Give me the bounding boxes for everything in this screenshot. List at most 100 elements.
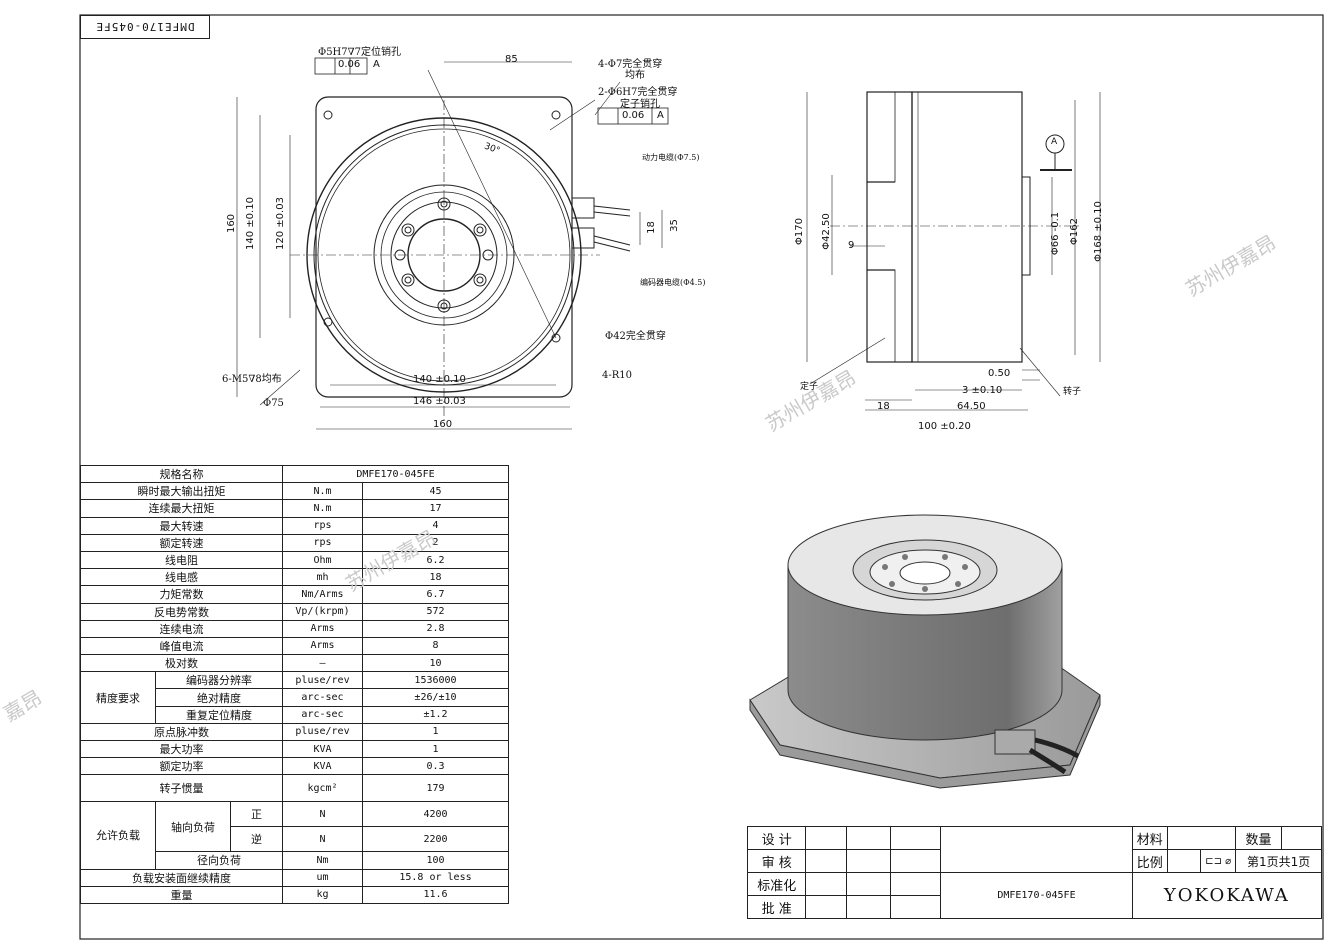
spec-value: 4 [362, 516, 509, 535]
datum-label-2: A [657, 110, 664, 121]
holes-2-note: 2-Φ6H7完全贯穿 [598, 87, 678, 98]
dim-c2: 35 [668, 219, 680, 232]
tolerance-value-1: 0.06 [338, 59, 361, 70]
spec-param: 连续最大扭矩 [80, 499, 283, 518]
page-label: 第1页共1页 [1235, 849, 1322, 873]
spec-unit: arc-sec [282, 688, 363, 707]
spec-param: 编码器分辨率 [155, 671, 283, 690]
spec-value: 0.3 [362, 757, 509, 776]
spec-param: 连续电流 [80, 619, 283, 638]
projection-symbol: ⊏⊐ ⌀ [1200, 849, 1237, 873]
quantity-label: 数量 [1235, 826, 1282, 850]
spec-param: 最大转速 [80, 516, 283, 535]
approve-label: 批 准 [746, 895, 807, 919]
dim-9: 9 [848, 240, 855, 251]
spec-value: 2.8 [362, 619, 509, 638]
encoder-cable-note: 编码器电缆(Φ4.5) [640, 278, 706, 287]
spec-unit: mh [282, 568, 363, 587]
spec-value: 17 [362, 499, 509, 518]
drawing-number-stamp: DMFE170-045FE [80, 15, 210, 39]
spec-unit: Arms [282, 636, 363, 656]
spec-param: 瞬时最大输出扭矩 [80, 482, 283, 501]
spec-value: 100 [362, 851, 509, 870]
dim-v2: 140 ±0.10 [244, 197, 256, 250]
spec-param: 原点脉冲数 [80, 722, 283, 742]
stator-label: 定子 [800, 382, 819, 392]
spec-header-model: DMFE170-045FE [282, 464, 509, 484]
dim-v3: 120 ±0.03 [274, 197, 286, 250]
spec-value: 2 [362, 533, 509, 552]
spec-value: 2200 [362, 826, 509, 853]
dim-h1: 140 ±0.10 [413, 374, 466, 385]
spec-unit: rps [282, 533, 363, 552]
spec-unit: Nm [282, 851, 363, 870]
spec-group-precision: 精度要求 [80, 671, 156, 724]
spec-value: 6.2 [362, 550, 509, 570]
spec-value: 6.7 [362, 585, 509, 604]
dim-d66: Φ66 -0.1 [1050, 211, 1062, 256]
dim-100: 100 ±0.20 [918, 421, 971, 432]
model-label: DMFE170-045FE [940, 872, 1133, 919]
dim-top: 85 [505, 54, 518, 65]
spec-unit: KVA [282, 757, 363, 776]
spec-unit: — [282, 654, 363, 673]
dim-d162: Φ162 [1068, 218, 1080, 245]
power-cable-note: 动力电缆(Φ7.5) [642, 153, 700, 162]
spec-unit: N [282, 801, 363, 828]
spec-param: 转子惯量 [80, 774, 283, 803]
spec-unit: pluse/rev [282, 722, 363, 742]
motor-isometric-render [749, 514, 1101, 789]
holes-4-note-b: 均布 [625, 70, 645, 81]
dim-h2: 146 ±0.03 [413, 396, 466, 407]
datum-a-label: A [1051, 137, 1058, 147]
spec-value: 1536000 [362, 671, 509, 690]
spec-param: 重复定位精度 [155, 705, 283, 724]
r10-note: 4-R10 [602, 370, 632, 381]
spec-value: 1 [362, 722, 509, 742]
material-label: 材料 [1131, 826, 1168, 850]
spec-direction: 逆 [230, 826, 283, 853]
company-name: YOKOKAWA [1131, 872, 1323, 919]
spec-row: 极对数—10 [80, 654, 509, 673]
title-block: 设 计 材料 数量 审 核 比例 ⊏⊐ ⌀ 第1页共1页 标准化 DMFE170… [746, 826, 1323, 919]
rotor-label: 转子 [1063, 387, 1082, 397]
spec-unit: KVA [282, 739, 363, 759]
holes-4-note: 4-Φ7完全贯穿 [598, 59, 663, 70]
spec-value: 15.8 or less [362, 868, 509, 887]
spec-value: ±26/±10 [362, 688, 509, 707]
dim-d4250: Φ42.50 [820, 213, 832, 250]
spec-radial-load: 径向负荷 [155, 851, 283, 870]
scale-label: 比例 [1131, 849, 1168, 873]
spec-param: 负载安装面继续精度 [80, 868, 283, 887]
front-view [236, 57, 669, 430]
spec-unit: Ohm [282, 550, 363, 570]
spec-unit: Arms [282, 619, 363, 638]
spec-value: 45 [362, 482, 509, 501]
dim-d170: Φ170 [793, 218, 805, 245]
spec-value: 4200 [362, 801, 509, 828]
spec-param: 反电势常数 [80, 602, 283, 621]
tolerance-value-2: 0.06 [622, 110, 645, 121]
standard-label: 标准化 [746, 872, 807, 896]
bore-note: Φ42完全贯穿 [605, 331, 666, 342]
spec-unit: N [282, 826, 363, 853]
dim-6450: 64.50 [957, 401, 986, 412]
spec-unit: N.m [282, 482, 363, 501]
spec-unit: N.m [282, 499, 363, 518]
spec-direction: 正 [230, 801, 283, 828]
